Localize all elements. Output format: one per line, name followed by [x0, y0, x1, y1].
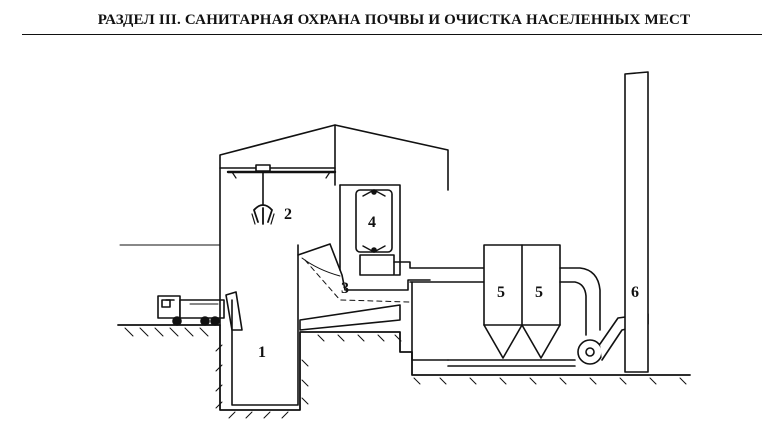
dump-chute — [225, 291, 243, 331]
furnace — [297, 243, 431, 331]
label-filter-a: 5 — [497, 284, 505, 301]
flue-duct — [559, 267, 601, 336]
label-filter-b: 5 — [535, 284, 543, 301]
electrostatic-filters — [447, 244, 576, 367]
chimney — [624, 71, 649, 373]
label-furnace: 3 — [341, 280, 349, 297]
ground — [117, 244, 691, 419]
label-chimney: 6 — [631, 284, 639, 301]
label-crane: 2 — [284, 206, 292, 223]
crane-grab-icon — [251, 164, 275, 225]
waste-bunker — [231, 244, 299, 406]
label-boiler: 4 — [368, 214, 376, 231]
label-bunker: 1 — [258, 344, 266, 361]
building — [219, 124, 449, 326]
waste-heat-boiler — [339, 184, 401, 276]
page-title: РАЗДЕЛ III. САНИТАРНАЯ ОХРАНА ПОЧВЫ И ОЧ… — [97, 12, 691, 28]
page-header: РАЗДЕЛ III. САНИТАРНАЯ ОХРАНА ПОЧВЫ И ОЧ… — [0, 0, 782, 40]
garbage-truck-icon — [157, 295, 225, 326]
gas-duct — [393, 261, 485, 361]
header-rule — [22, 34, 762, 35]
